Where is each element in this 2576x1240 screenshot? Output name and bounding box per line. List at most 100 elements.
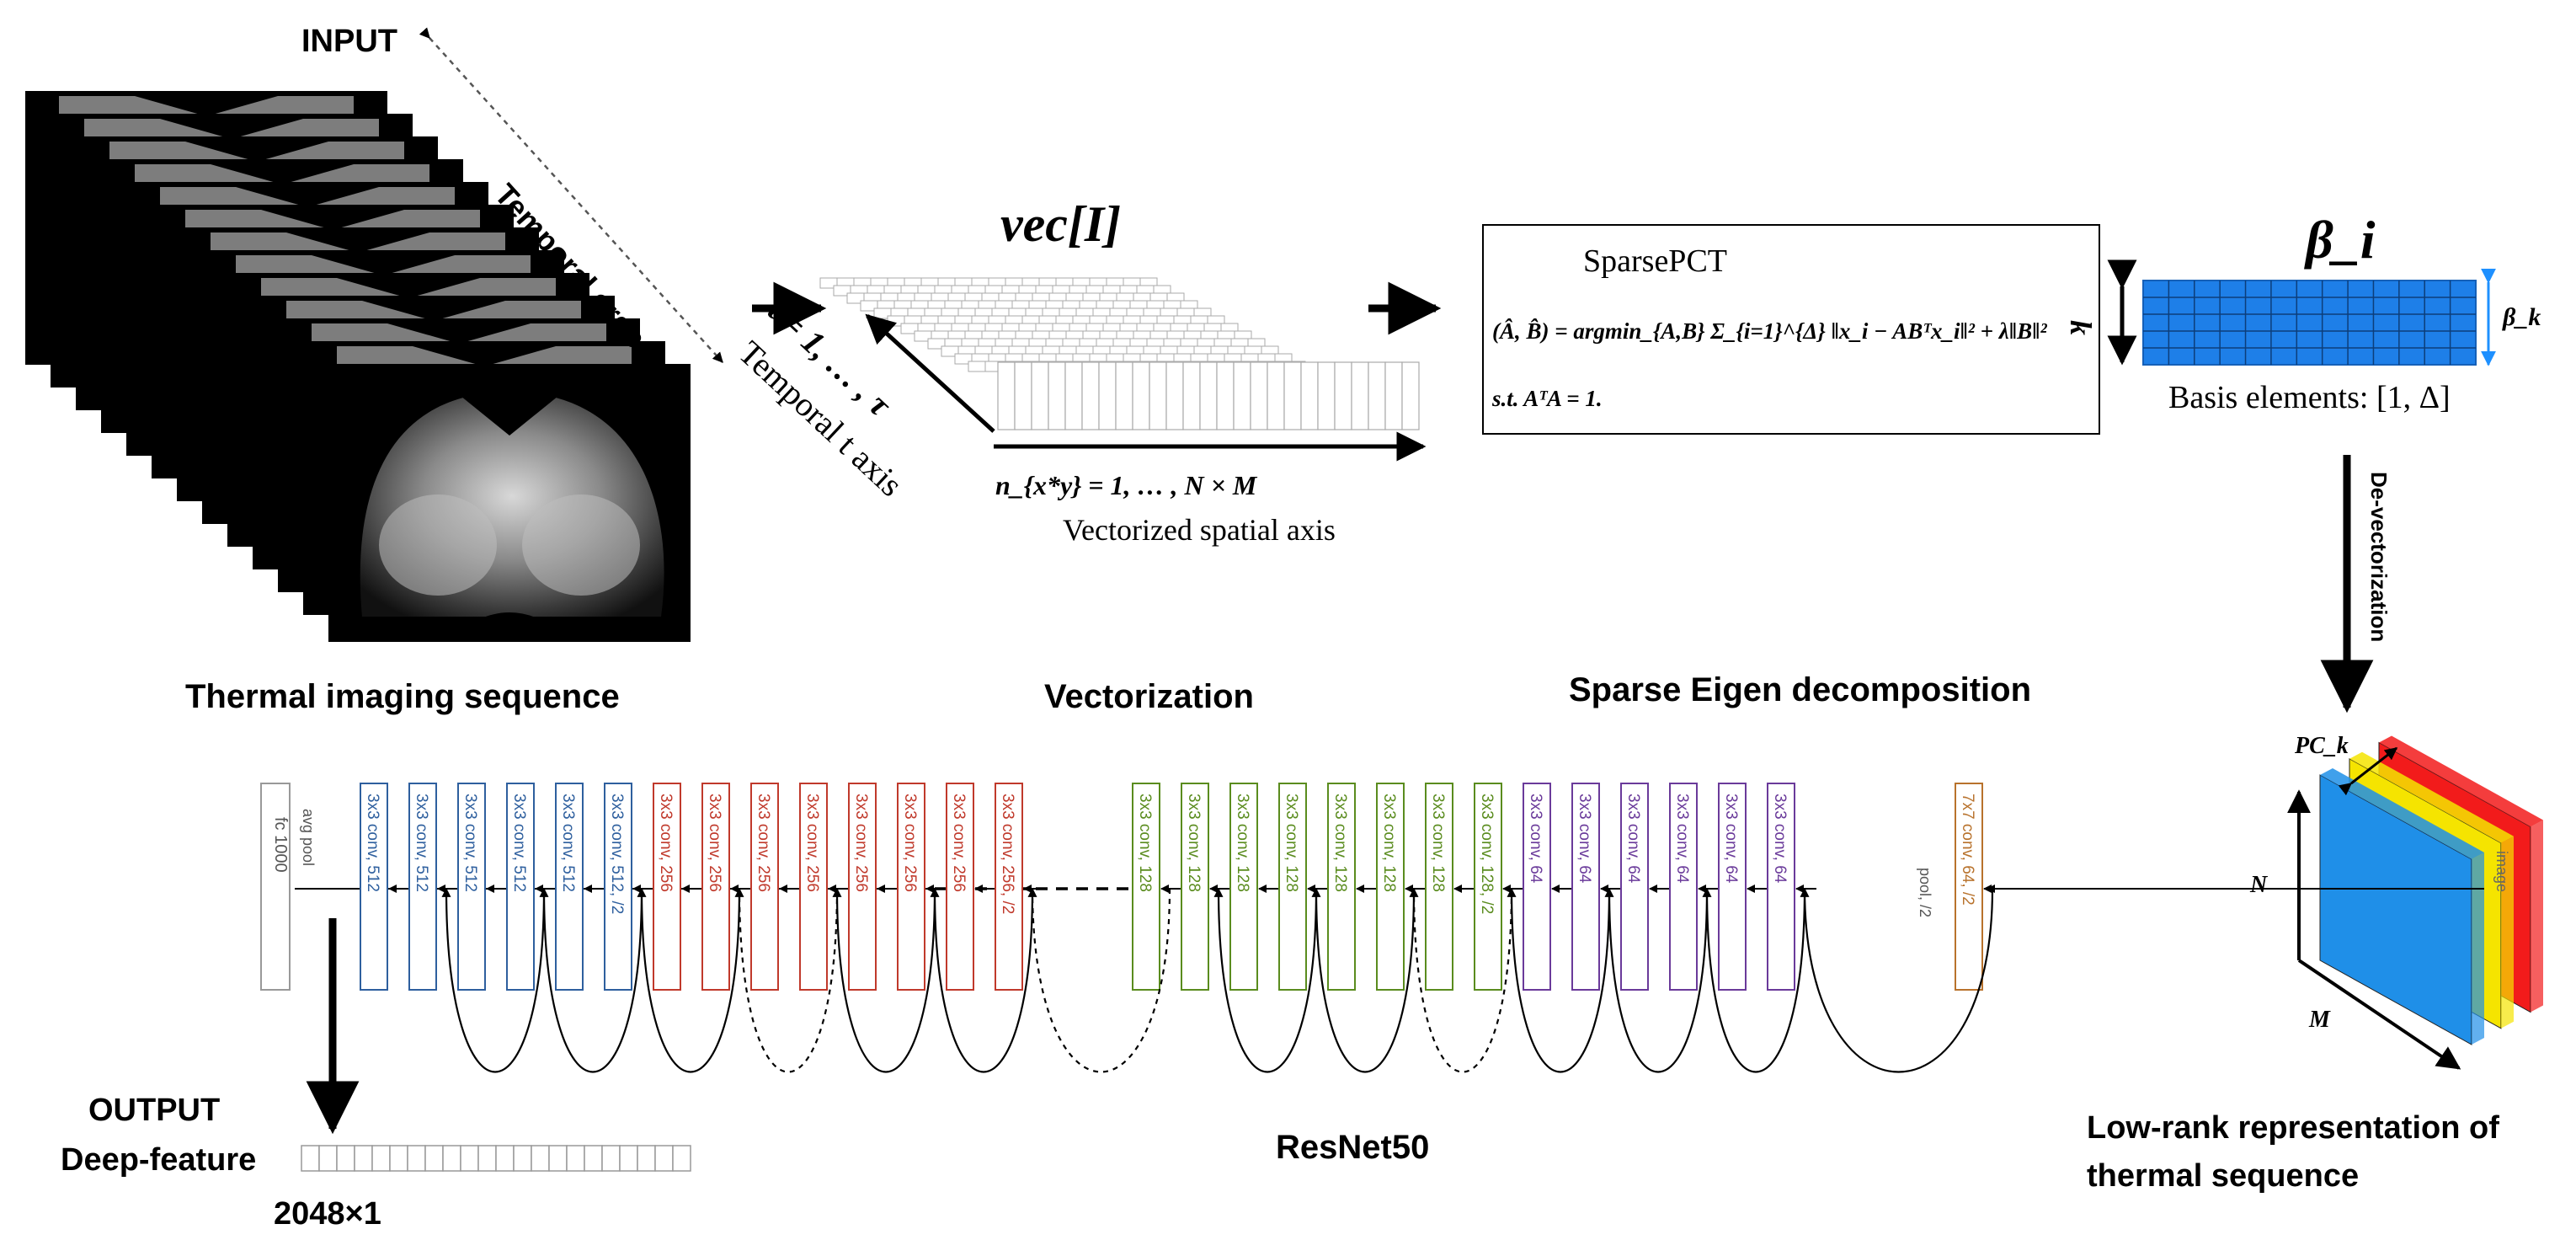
conv-layer-label: 3x3 conv, 512	[413, 794, 430, 892]
feature-cell	[318, 1145, 338, 1172]
conv-layer-label: 3x3 conv, 64	[1722, 794, 1740, 884]
conv-layer-label: 3x3 conv, 512	[364, 794, 381, 892]
low-rank-caption-line1: Low-rank representation of	[2087, 1110, 2499, 1146]
thermal-frame-neck	[211, 164, 354, 184]
conv-layer-label: 3x3 conv, 256	[950, 794, 968, 892]
conv-layer-block	[1278, 783, 1307, 991]
skip-connection	[1800, 887, 1994, 1073]
feature-cell	[654, 1145, 674, 1172]
conv-layer-label: 3x3 conv, 512, /2	[608, 794, 626, 914]
thermal-frame-neck	[160, 119, 303, 139]
output-label: OUTPUT	[88, 1093, 221, 1128]
skip-connection	[734, 887, 839, 1073]
feature-dim-label: 2048×1	[274, 1196, 381, 1232]
m-axis-arrow	[2297, 959, 2461, 1070]
conv-layer-block	[750, 783, 779, 991]
feature-cell	[460, 1145, 479, 1172]
vectorization-caption: Vectorization	[1044, 678, 1254, 715]
conv-layer-block	[604, 783, 632, 991]
feature-cell	[672, 1145, 691, 1172]
feature-cell	[495, 1145, 515, 1172]
conv-layer-block	[701, 783, 730, 991]
thermal-frame-neck	[261, 210, 404, 230]
deep-feature-label: Deep-feature	[61, 1142, 257, 1178]
pool-label: pool, /2	[1917, 868, 1933, 917]
conv-layer-label: 3x3 conv, 256	[803, 794, 821, 892]
sparse-eigen-caption: Sparse Eigen decomposition	[1569, 671, 2032, 708]
fc-label: fc 1000	[271, 817, 290, 873]
vec-front-cell	[1132, 361, 1150, 430]
low-rank-cube	[2319, 735, 2543, 1045]
vec-front-cell	[1216, 361, 1235, 430]
conv-layer-block	[1327, 783, 1356, 991]
vec-front-cell	[1384, 361, 1403, 430]
conv-layer-label: 3x3 conv, 64	[1673, 794, 1691, 884]
thermal-frame-neck	[312, 255, 455, 275]
feature-cell	[371, 1145, 391, 1172]
conv-layer-block	[1571, 783, 1600, 991]
feature-cell	[619, 1145, 638, 1172]
skip-connection	[930, 887, 1034, 1073]
feature-cell	[637, 1145, 656, 1172]
vec-front-cell	[997, 361, 1016, 430]
conv-layer-label: 3x3 conv, 128	[1283, 794, 1300, 892]
skip-connection	[1311, 887, 1416, 1073]
conv-layer-label: 3x3 conv, 128	[1331, 794, 1349, 892]
m-label: M	[2309, 1007, 2330, 1033]
basis-grid-fill	[2142, 280, 2477, 366]
conv-layer-label: 3x3 conv, 512	[559, 794, 577, 892]
conv-layer-label: 3x3 conv, 128, /2	[1478, 794, 1496, 914]
low-rank-caption-line2: thermal sequence	[2087, 1158, 2360, 1194]
pc-k-arrow	[2338, 746, 2398, 796]
sparsepct-title: SparsePCT	[1583, 243, 1727, 279]
skip-connection	[1507, 887, 1611, 1073]
vec-front-cell	[1300, 361, 1319, 430]
skip-connection	[637, 887, 741, 1073]
feature-cell	[424, 1145, 444, 1172]
conv-layer-label: 3x3 conv, 64	[1771, 794, 1789, 884]
thermal-frame-neck	[236, 187, 379, 207]
sparsepct-equation: (Â, B̂) = argmin_{A,B} Σ_{i=1}^{Δ} ‖x_i …	[1492, 318, 2047, 344]
thermal-imaging-stack	[25, 91, 691, 642]
conv-layer-block	[1425, 783, 1453, 991]
vec-front-cell	[1283, 361, 1302, 430]
conv-layer-label: 3x3 conv, 64	[1527, 794, 1544, 884]
conv-layer-label: 3x3 conv, 256	[852, 794, 870, 892]
conv-layer-label: 3x3 conv, 128	[1380, 794, 1398, 892]
k-axis-label: k	[2064, 320, 2098, 335]
n-label: N	[2250, 872, 2268, 898]
conv-layer-block	[1669, 783, 1698, 991]
vec-front-cell	[1048, 361, 1066, 430]
conv-layer-block	[848, 783, 877, 991]
conv-layer-block	[1376, 783, 1405, 991]
skip-connection	[1702, 887, 1806, 1073]
vec-front-cell	[1031, 361, 1049, 430]
feature-cell	[548, 1145, 568, 1172]
vectorized-block	[819, 277, 1420, 430]
conv-layer-block	[653, 783, 681, 991]
vec-front-cell	[1081, 361, 1100, 430]
vec-front-cell	[1334, 361, 1352, 430]
conv-layer-block	[360, 783, 388, 991]
conv-layer-label: 3x3 conv, 512	[461, 794, 479, 892]
vec-front-cell	[1149, 361, 1167, 430]
conv-layer-label: 7x7 conv, 64, /2	[1959, 794, 1976, 906]
vec-front-cell	[1064, 361, 1083, 430]
conv-layer-label: 3x3 conv, 256	[657, 794, 675, 892]
vec-front-cell	[1233, 361, 1251, 430]
vec-front-cell	[1098, 361, 1117, 430]
conv-layer-block	[1523, 783, 1551, 991]
feature-cell	[531, 1145, 550, 1172]
conv-layer-block	[1620, 783, 1649, 991]
vec-front-cell	[1317, 361, 1336, 430]
vec-front-cell	[1267, 361, 1285, 430]
feature-cell	[389, 1145, 408, 1172]
basis-elements-label: Basis elements: [1, Δ]	[2168, 380, 2451, 415]
vec-front-cell	[1199, 361, 1218, 430]
vec-front-cell	[1368, 361, 1386, 430]
basis-grid	[2142, 280, 2477, 366]
skip-connection	[441, 887, 546, 1073]
conv-layer-block	[1181, 783, 1209, 991]
conv-layer-label: 3x3 conv, 128	[1234, 794, 1251, 892]
